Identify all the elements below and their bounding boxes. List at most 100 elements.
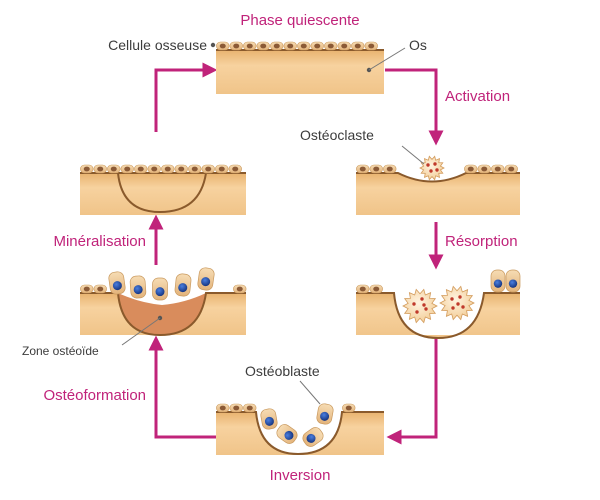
osteoblast-cell bbox=[152, 277, 168, 301]
nucleus-red bbox=[458, 295, 462, 299]
arrow-activation bbox=[385, 68, 444, 146]
label-bone: Os bbox=[409, 37, 427, 53]
osteoclast-cell bbox=[439, 285, 475, 321]
osteoclast bbox=[419, 155, 445, 181]
panel-mineralisation bbox=[80, 164, 246, 215]
lining-cell bbox=[270, 41, 284, 51]
lining-cells bbox=[80, 284, 247, 294]
cell-nucleus bbox=[246, 405, 253, 411]
label-osteoblast: Ostéoblaste bbox=[245, 363, 320, 379]
cell-nucleus bbox=[151, 166, 158, 172]
osteoid-layer bbox=[118, 293, 206, 335]
lining-cell bbox=[93, 284, 107, 294]
osteoblast-cell bbox=[129, 275, 147, 299]
lining-cells bbox=[80, 164, 242, 174]
cell-nucleus bbox=[83, 286, 90, 292]
cell-nucleus bbox=[345, 405, 352, 411]
lining-cell bbox=[297, 41, 311, 51]
nucleus-blue bbox=[320, 411, 330, 421]
cell-nucleus bbox=[373, 286, 380, 292]
cell-nucleus bbox=[273, 43, 280, 49]
osteoblast-cell bbox=[490, 269, 506, 293]
osteoblast-cell bbox=[197, 267, 215, 291]
cell-nucleus bbox=[246, 43, 253, 49]
nucleus-red bbox=[451, 306, 455, 310]
cell-nucleus bbox=[219, 405, 226, 411]
osteoclasts bbox=[402, 285, 475, 324]
lining-cell bbox=[120, 164, 134, 174]
lining-cells bbox=[216, 41, 378, 51]
nucleus-red bbox=[424, 307, 428, 311]
lining-cell bbox=[229, 41, 243, 51]
lining-cell bbox=[337, 41, 351, 51]
cell-nucleus bbox=[83, 166, 90, 172]
lining-cell bbox=[243, 403, 257, 413]
cell-body bbox=[402, 288, 438, 324]
bone-block bbox=[216, 50, 384, 94]
osteoblast-cell bbox=[260, 408, 278, 430]
lining-cell bbox=[477, 164, 491, 174]
cycle-arrows bbox=[148, 62, 444, 445]
lining-cell bbox=[134, 164, 148, 174]
cell-nucleus bbox=[494, 166, 501, 172]
nucleus-blue bbox=[264, 416, 274, 426]
lining-cell bbox=[369, 284, 383, 294]
arrow-return-quiescent bbox=[154, 62, 218, 132]
cell-pointer-dot bbox=[210, 42, 216, 48]
label-bone-cell: Cellule osseuse bbox=[108, 37, 207, 53]
lining-cells bbox=[356, 269, 521, 294]
cell-nucleus bbox=[137, 166, 144, 172]
nucleus-blue bbox=[284, 430, 294, 440]
bone-block bbox=[216, 412, 384, 455]
osteoblast-cell bbox=[276, 424, 298, 444]
cell-nucleus bbox=[481, 166, 488, 172]
osteoblast-cell bbox=[174, 273, 192, 297]
panel-quiescent bbox=[210, 41, 406, 94]
cell-nucleus bbox=[386, 166, 393, 172]
lining-cell bbox=[491, 164, 505, 174]
phase-label-mineralisation: Minéralisation bbox=[53, 233, 146, 250]
panel-resorption bbox=[356, 269, 521, 340]
nucleus-red bbox=[433, 162, 437, 166]
cell-nucleus bbox=[314, 43, 321, 49]
lining-cells bbox=[216, 403, 356, 413]
lining-cells bbox=[356, 164, 518, 174]
lining-cell bbox=[80, 284, 94, 294]
osteoblast-cell bbox=[302, 427, 324, 447]
cell-nucleus bbox=[508, 166, 515, 172]
lining-cell bbox=[80, 164, 94, 174]
bone-block bbox=[356, 173, 520, 215]
nucleus-red bbox=[415, 310, 419, 314]
cell-nucleus bbox=[341, 43, 348, 49]
lining-cell bbox=[310, 41, 324, 51]
lining-cell bbox=[215, 164, 229, 174]
lining-cell bbox=[174, 164, 188, 174]
lining-cell bbox=[216, 41, 230, 51]
lining-cell bbox=[147, 164, 161, 174]
nucleus-red bbox=[412, 302, 416, 306]
nucleus-blue bbox=[306, 433, 316, 443]
lining-cell bbox=[256, 41, 270, 51]
cell-nucleus bbox=[467, 166, 474, 172]
nucleus-blue bbox=[112, 281, 122, 291]
lining-cell bbox=[216, 403, 230, 413]
lining-cell bbox=[356, 164, 370, 174]
phase-label-activation: Activation bbox=[445, 88, 510, 105]
osteoclast-cell bbox=[419, 155, 445, 181]
panel-activation bbox=[356, 145, 520, 215]
lining-cell bbox=[229, 403, 243, 413]
cell-nucleus bbox=[354, 43, 361, 49]
cell-nucleus bbox=[359, 166, 366, 172]
lining-cell bbox=[283, 41, 297, 51]
cell-nucleus bbox=[233, 405, 240, 411]
cell-nucleus bbox=[233, 43, 240, 49]
nucleus-red bbox=[426, 163, 430, 167]
phase-label-inversion: Inversion bbox=[270, 467, 331, 484]
lining-cell bbox=[93, 164, 107, 174]
phase-label-resorption: Résorption bbox=[445, 233, 518, 250]
cell-nucleus bbox=[218, 166, 225, 172]
cell-nucleus bbox=[327, 43, 334, 49]
nucleus-blue bbox=[201, 277, 211, 287]
cell-nucleus bbox=[287, 43, 294, 49]
